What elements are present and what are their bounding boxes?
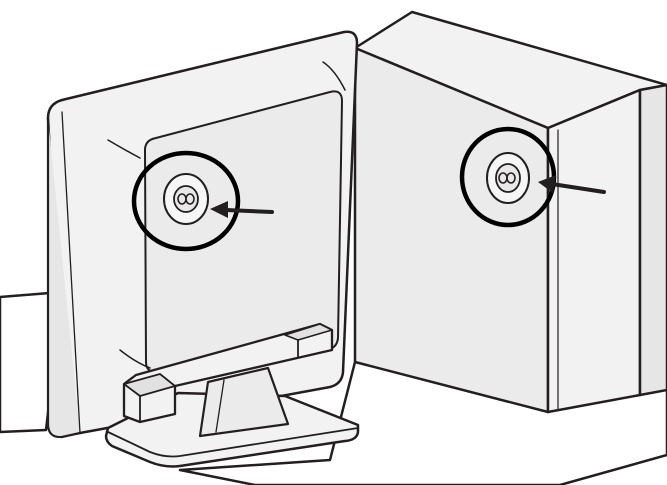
computer-connector-arrow-icon	[538, 175, 606, 194]
computer-tower	[353, 10, 667, 414]
monitor-power-connector-icon	[163, 173, 209, 225]
monitor-connector-highlight-ring	[131, 150, 241, 252]
monitor	[46, 30, 359, 439]
monitor-stand	[104, 322, 360, 468]
computer-power-connector-icon	[486, 152, 530, 204]
monitor-connector-arrow-icon	[210, 201, 274, 218]
